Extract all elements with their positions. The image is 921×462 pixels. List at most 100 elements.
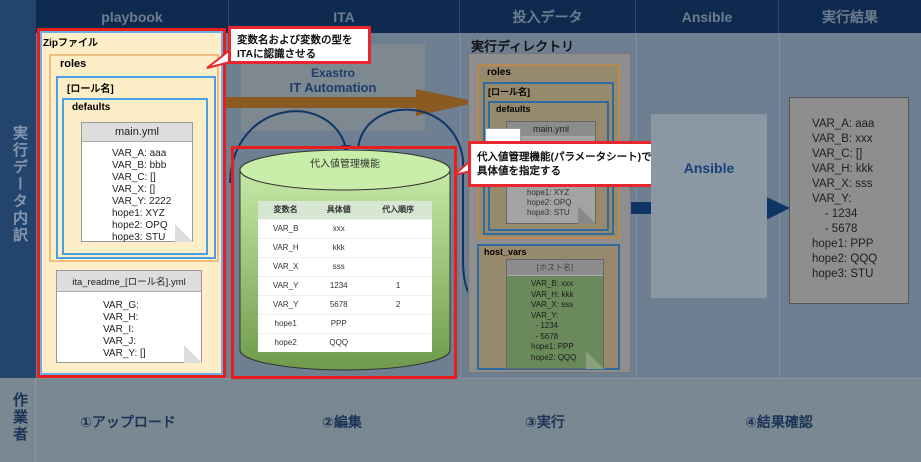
callout-line: 変数名および変数の型を [237, 34, 353, 46]
column-header: 具体値 [313, 201, 365, 219]
step-check-result: ④結果確認 [745, 414, 813, 430]
highlight-ita-db [231, 146, 457, 379]
yaml-line: hope1: XYZ [527, 188, 570, 197]
yaml-line: VAR_C: [] [812, 148, 863, 160]
table-cell: VAR_H [258, 237, 314, 257]
file-title: main.yml [82, 123, 192, 142]
header-input-data: 投入データ [460, 0, 636, 33]
ansible-label: Ansible [683, 160, 735, 176]
file-title: [ホスト名] [507, 260, 603, 276]
callout-specify-values: 代入値管理機能(パラメータシート)で 具体値を指定する [468, 141, 662, 187]
roles-label: roles [60, 58, 87, 70]
roles-label: roles [487, 67, 511, 78]
highlight-playbook [37, 28, 226, 378]
page-curl-icon [184, 345, 202, 363]
table-cell [364, 332, 432, 352]
table-cell [364, 237, 432, 257]
db-title: 代入値管理機能 [310, 159, 380, 170]
yaml-line: VAR_Y: [812, 193, 852, 205]
table-cell: VAR_Y [258, 294, 314, 314]
yaml-line: VAR_J: [103, 336, 137, 347]
readme-yml-file: ita_readme_[ロール名].yml VAR_G:VAR_H:VAR_I:… [56, 270, 202, 363]
yaml-line: hope1: PPP [812, 238, 874, 250]
table-cell [364, 256, 432, 276]
yaml-line: hope1: XYZ [112, 208, 165, 219]
yaml-line: hope1: PPP [531, 342, 574, 351]
callout-line: 具体値を指定する [477, 165, 561, 177]
table-cell: sss [313, 256, 365, 276]
yaml-line: - 1234 [812, 208, 858, 220]
callout-recognize-variables: 変数名および変数の型を ITAに認識させる [228, 26, 371, 64]
column-header: 変数名 [258, 201, 314, 219]
yaml-line: VAR_B: xxx [812, 133, 873, 145]
table-cell: 5678 [313, 294, 365, 314]
yaml-line: - 5678 [812, 223, 858, 235]
defaults-label: defaults [496, 104, 531, 114]
table-cell: kkk [313, 237, 365, 257]
yaml-line: - 1234 [531, 321, 559, 330]
table-cell: hope2 [258, 332, 314, 352]
upload-arrowhead [416, 89, 478, 116]
yaml-line: VAR_B: xxx [531, 279, 574, 288]
logo-it-automation: IT Automation [289, 80, 377, 95]
table-cell: 1 [364, 275, 432, 295]
callout-line: ITAに認識させる [237, 48, 317, 60]
yaml-line: hope2: OPQ [527, 198, 572, 207]
table-cell: 1234 [313, 275, 365, 295]
yaml-line: VAR_I: [103, 324, 134, 335]
yaml-line: VAR_Y: 2222 [112, 196, 172, 207]
header-ansible: Ansible [636, 0, 779, 33]
table-cell [364, 218, 432, 238]
edit-arrow-in [229, 110, 347, 184]
roles-folder: roles [ロール名] defaults main.yml VAR_A: aa… [49, 54, 219, 262]
yaml-line: VAR_B: bbb [112, 160, 167, 171]
yaml-line: VAR_H: kkk [531, 289, 574, 299]
exec-dir-title: 実行ディレクトリ [471, 39, 575, 54]
table-cell: VAR_X [258, 256, 314, 276]
yaml-line: VAR_Y: [] [103, 348, 146, 359]
file-title: ita_readme_[ロール名].yml [57, 271, 201, 292]
step-upload: ①アップロード [80, 414, 176, 430]
column-header: 代入順序 [364, 201, 432, 219]
exec-dir: roles [ロール名] defaults main.yml hope1: XY… [468, 53, 631, 373]
row-label-worker: 作業者 [11, 392, 28, 443]
page-curl-icon [175, 224, 193, 242]
table-cell: QQQ [313, 332, 365, 352]
yaml-line: VAR_X: sss [812, 178, 873, 190]
yaml-line: hope3: STU [527, 208, 570, 217]
host-vars-label: host_vars [484, 247, 527, 257]
yaml-line: VAR_C: [] [112, 172, 156, 183]
worker-label-cell [0, 378, 36, 462]
table-cell [364, 313, 432, 333]
table-cell: hope1 [258, 313, 314, 333]
yaml-line: - 5678 [531, 331, 559, 341]
yaml-line: hope3: STU [112, 232, 166, 243]
file-title: main.yml [507, 122, 595, 137]
table-cell: VAR_B [258, 218, 314, 238]
yaml-line: VAR_X: [] [112, 184, 156, 195]
yaml-line: VAR_H: kkk [812, 163, 874, 175]
role-name-label: [ロール名] [488, 87, 530, 97]
ansible-box: Ansible [651, 114, 767, 298]
logo-exastro: Exastro [310, 66, 356, 80]
zip-file: Zipファイル roles [ロール名] defaults main.yml V… [40, 31, 223, 375]
role-name-label: [ロール名] [67, 84, 114, 95]
callout-line: 代入値管理機能(パラメータシート)で [477, 151, 652, 163]
table-cell: 2 [364, 294, 432, 314]
upload-arrow [222, 97, 420, 108]
yaml-line: VAR_X: sss [531, 300, 574, 309]
page-curl-icon [578, 206, 596, 224]
table-cell: xxx [313, 218, 365, 238]
yaml-line: hope3: STU [812, 268, 874, 280]
